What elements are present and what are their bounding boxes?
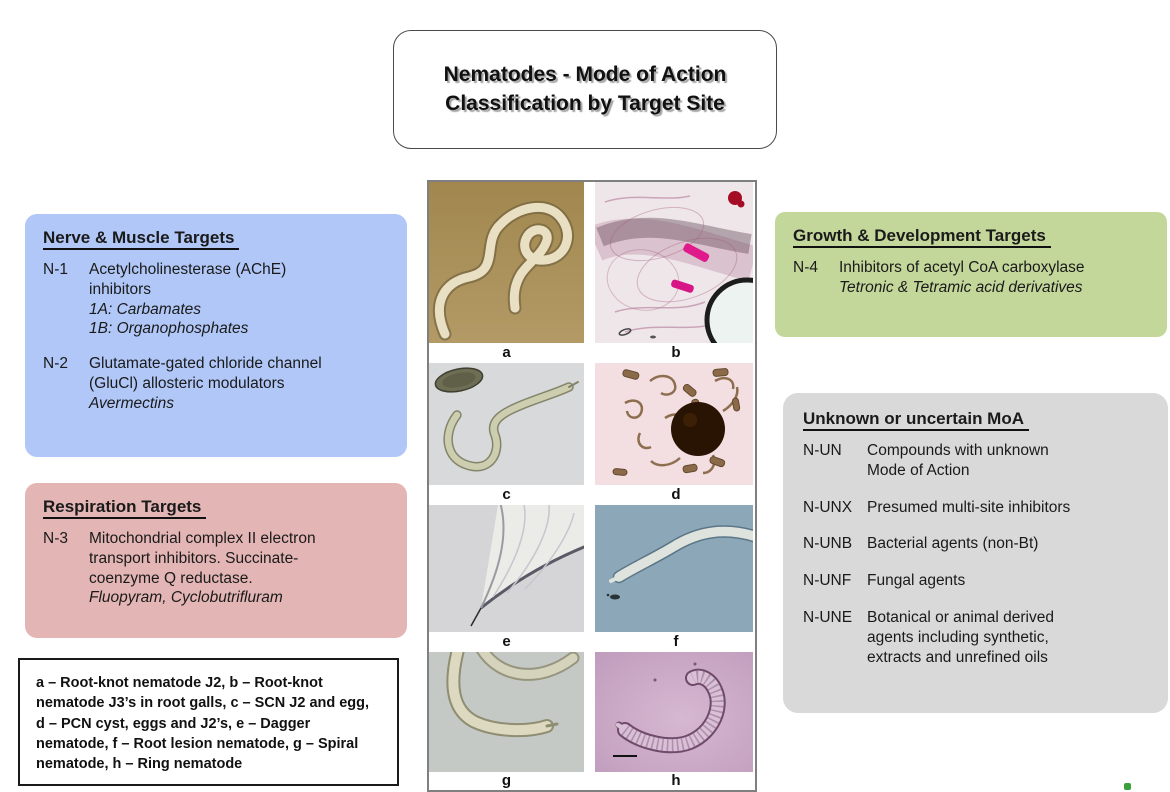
panel-label-h: h xyxy=(671,772,681,789)
micrograph-d xyxy=(595,363,753,485)
moa-code: N-UNX xyxy=(803,498,853,516)
micrograph-c xyxy=(429,363,584,485)
page-subtitle: Classification by Target Site xyxy=(445,91,725,115)
root-knot-j2-image xyxy=(429,182,584,343)
moa-code: N-3 xyxy=(43,530,68,547)
label-strip-gh: g h xyxy=(429,772,755,790)
moa-code: N-2 xyxy=(43,355,68,373)
label-strip-ef: e f xyxy=(429,632,755,652)
moa-code: N-1 xyxy=(43,261,68,278)
moa-entry-n3: N-3 Mitochondrial complex II electron tr… xyxy=(43,529,389,608)
panel-nerve-muscle-heading: Nerve & Muscle Targets xyxy=(43,228,389,250)
panel-growth-heading: Growth & Development Targets xyxy=(793,226,1149,248)
panel-label-d: d xyxy=(671,486,681,503)
panel-label-a: a xyxy=(502,344,511,361)
micrograph-f xyxy=(595,505,753,632)
moa-code: N-UNE xyxy=(803,609,853,627)
moa-code: N-UN xyxy=(803,442,842,459)
panel-label-g: g xyxy=(501,772,512,789)
moa-text: Presumed multi-site inhibitors xyxy=(867,498,1071,516)
panel-label-e: e xyxy=(502,633,511,650)
panel-respiration: Respiration Targets N-3 Mitochondrial co… xyxy=(25,483,407,638)
moa-code: N-4 xyxy=(793,259,818,276)
moa-examples: Avermectins xyxy=(89,394,174,412)
moa-entry-n4: N-4 Inhibitors of acetyl CoA carboxylase… xyxy=(793,258,1149,298)
legend-line: nematode, h – Ring nematode xyxy=(36,756,243,773)
legend-line: a – Root-knot nematode J2, b – Root-knot xyxy=(36,675,323,691)
moa-text: Acetylcholinesterase (AChE) inhibitors 1… xyxy=(89,260,389,339)
moa-text: Compounds with unknown Mode of Action xyxy=(867,442,1049,479)
moa-text: Mitochondrial complex II electron transp… xyxy=(89,529,389,608)
micrograph-g xyxy=(429,652,584,772)
spiral-nematode-image xyxy=(429,652,584,772)
micrograph-e xyxy=(429,505,584,632)
ring-nematode-image xyxy=(595,652,753,772)
moa-examples: 1A: Carbamates xyxy=(89,300,201,318)
panel-label-c: c xyxy=(502,486,511,503)
moa-entry-nunx: N-UNX Presumed multi-site inhibitors xyxy=(803,498,1148,518)
moa-text: Glutamate-gated chloride channel (GluCl)… xyxy=(89,354,389,413)
moa-entry-n1: N-1 Acetylcholinesterase (AChE) inhibito… xyxy=(43,260,389,339)
panel-unknown-heading: Unknown or uncertain MoA xyxy=(803,409,1148,431)
moa-examples: 1B: Organophosphates xyxy=(89,320,249,338)
micrograph-grid: a b xyxy=(427,180,757,792)
micrograph-a xyxy=(429,182,584,343)
moa-code: N-UNB xyxy=(803,535,853,553)
label-strip-ab: a b xyxy=(429,343,755,363)
root-lesion-nematode-image xyxy=(595,505,753,632)
panel-label-f: f xyxy=(673,633,679,650)
moa-text: Botanical or animal derived agents inclu… xyxy=(867,609,1054,666)
moa-examples: Fluopyram, Cyclobutrifluram xyxy=(89,589,283,607)
moa-entry-n2: N-2 Glutamate-gated chloride channel (Gl… xyxy=(43,354,389,413)
moa-entry-nun: N-UN Compounds with unknown Mode of Acti… xyxy=(803,441,1148,481)
scn-j2-egg-image xyxy=(429,363,584,485)
moa-entry-nunb: N-UNB Bacterial agents (non-Bt) xyxy=(803,534,1148,554)
pcn-cyst-image xyxy=(595,363,753,485)
legend-line: d – PCN cyst, eggs and J2’s, e – Dagger xyxy=(36,715,311,732)
title-box: Nematodes - Mode of Action Classificatio… xyxy=(393,30,777,149)
panel-label-b: b xyxy=(671,344,681,361)
panel-growth-development: Growth & Development Targets N-4 Inhibit… xyxy=(775,212,1167,337)
panel-unknown-moa: Unknown or uncertain MoA N-UN Compounds … xyxy=(783,393,1168,713)
panel-nerve-muscle: Nerve & Muscle Targets N-1 Acetylcholine… xyxy=(25,214,407,457)
moa-code: N-UNF xyxy=(803,572,852,590)
moa-text: Inhibitors of acetyl CoA carboxylase Tet… xyxy=(839,258,1149,298)
legend-line: nematode J3’s in root galls, c – SCN J2 … xyxy=(36,695,370,712)
green-marker-dot xyxy=(1124,783,1131,790)
moa-examples: Tetronic & Tetramic acid derivatives xyxy=(839,278,1083,296)
root-gall-image xyxy=(595,182,753,343)
legend-line: nematode, f – Root lesion nematode, g – … xyxy=(36,735,359,752)
label-strip-cd: c d xyxy=(429,485,755,505)
micrograph-b xyxy=(595,182,753,343)
micrograph-h xyxy=(595,652,753,772)
moa-entry-nunf: N-UNF Fungal agents xyxy=(803,571,1148,591)
panel-respiration-heading: Respiration Targets xyxy=(43,497,389,519)
moa-text: Fungal agents xyxy=(867,572,966,590)
moa-entry-nune: N-UNE Botanical or animal derived agents… xyxy=(803,608,1148,667)
page-title: Nematodes - Mode of Action xyxy=(443,63,727,87)
dagger-nematode-image xyxy=(429,505,584,632)
image-legend: a – Root-knot nematode J2, b – Root-knot… xyxy=(18,658,399,786)
moa-text: Bacterial agents (non-Bt) xyxy=(867,535,1039,553)
